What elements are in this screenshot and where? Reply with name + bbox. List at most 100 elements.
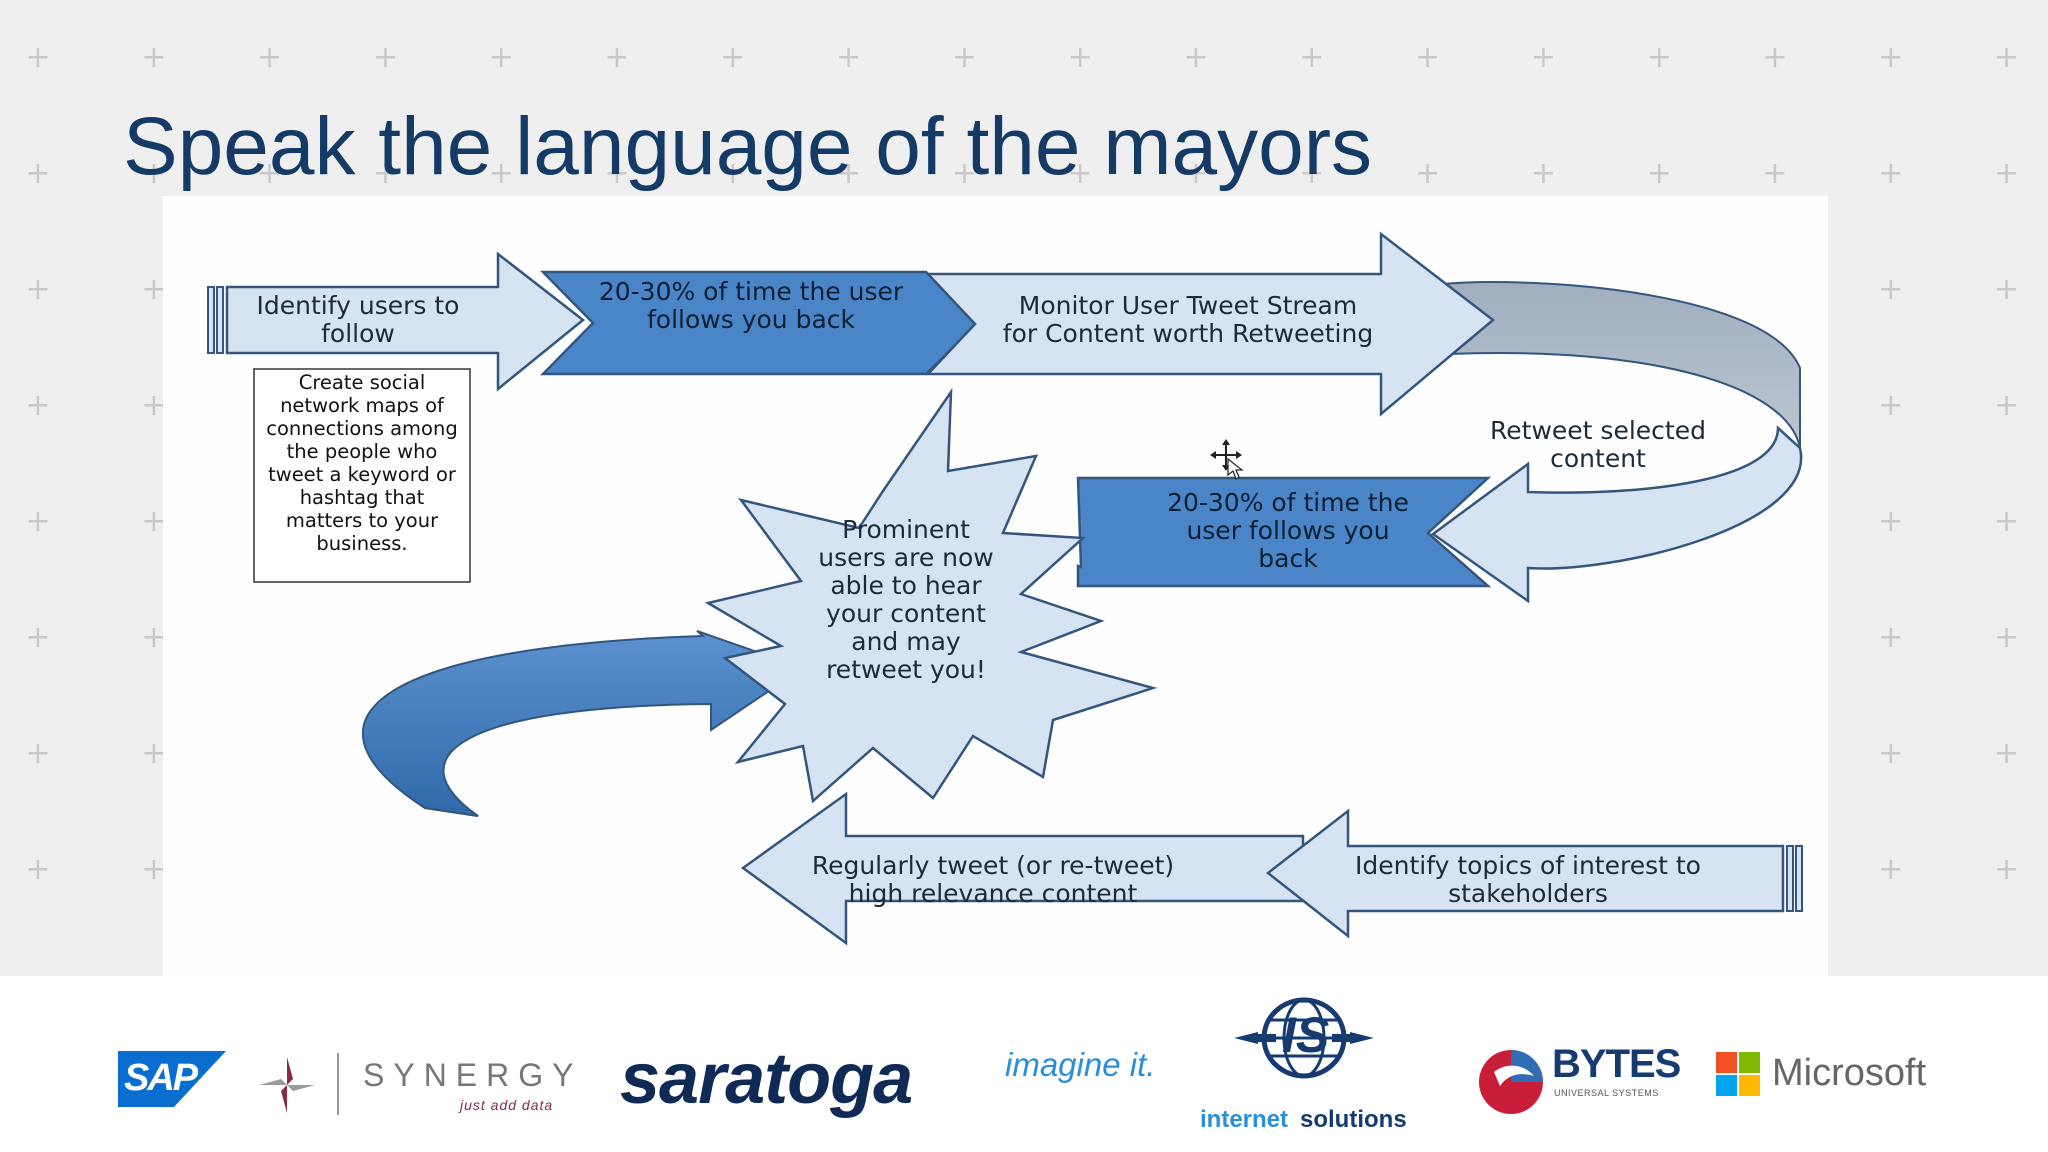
grid-plus-mark: + (25, 388, 51, 423)
sponsor-logo-bar: SAP SYNERGY just add data saratoga imagi… (0, 976, 2048, 1152)
diagram-graphic (207, 231, 1803, 946)
grid-plus-mark: + (1762, 40, 1788, 75)
start-bars-bottom (1786, 845, 1794, 912)
grid-plus-mark: + (1415, 40, 1441, 75)
grid-plus-mark: + (141, 504, 167, 539)
sap-logo: SAP (118, 1051, 226, 1107)
loop-arrow-left-upper (362, 630, 806, 817)
grid-plus-mark: + (1878, 736, 1904, 771)
arrow-regularly-tweet (740, 791, 1305, 946)
grid-plus-mark: + (1646, 156, 1672, 191)
grid-plus-mark: + (1994, 272, 2020, 307)
is-internet-text: internet (1200, 1106, 1289, 1133)
bytes-emblem-icon (1479, 1050, 1543, 1114)
grid-plus-mark: + (1299, 156, 1325, 191)
grid-plus-mark: + (1878, 156, 1904, 191)
grid-plus-mark: + (372, 40, 398, 75)
arrow-monitor-stream (925, 231, 1495, 417)
monitor-stream-label: Monitor User Tweet Stream for Content wo… (1002, 291, 1374, 348)
grid-plus-mark: + (1762, 156, 1788, 191)
grid-plus-mark: + (141, 156, 167, 191)
arrow-identify-users (225, 251, 586, 392)
grid-plus-mark: + (720, 40, 746, 75)
bytes-wordmark: BYTES (1552, 1042, 1681, 1086)
move-cursor-icon (1210, 439, 1244, 480)
grid-plus-mark: + (141, 40, 167, 75)
grid-plus-mark: + (1878, 272, 1904, 307)
grid-plus-mark: + (1878, 40, 1904, 75)
imagine-it-logo: imagine it. (1005, 1046, 1156, 1083)
grid-plus-mark: + (25, 156, 51, 191)
bytes-logo: BYTES UNIVERSAL SYSTEMS (1476, 1042, 1681, 1122)
note-box (253, 368, 471, 583)
grid-plus-mark: + (488, 156, 514, 191)
grid-plus-mark: + (1878, 852, 1904, 887)
grid-plus-mark: + (1994, 156, 2020, 191)
microsoft-logo: Microsoft (1716, 1052, 1946, 1102)
grid-plus-mark: + (141, 388, 167, 423)
grid-plus-mark: + (1994, 852, 2020, 887)
grid-plus-mark: + (836, 156, 862, 191)
internet-solutions-logo: IS internet solutions (1200, 996, 1430, 1146)
grid-plus-mark: + (720, 156, 746, 191)
regularly-tweet-label: Regularly tweet (or re-tweet) high relev… (811, 851, 1175, 908)
grid-plus-mark: + (1994, 40, 2020, 75)
grid-plus-mark: + (1530, 156, 1556, 191)
prominent-users-label: Prominent users are now able to hear you… (818, 515, 994, 684)
is-mark: IS (1282, 1007, 1330, 1063)
grid-plus-mark: + (1878, 388, 1904, 423)
loop-arrow-right (1430, 425, 1803, 604)
grid-plus-mark: + (1530, 40, 1556, 75)
grid-plus-mark: + (604, 40, 630, 75)
slide-title: Speak the language of the mayors (123, 101, 1373, 192)
grid-plus-mark: + (1878, 504, 1904, 539)
grid-plus-mark: + (1878, 620, 1904, 655)
grid-plus-mark: + (25, 620, 51, 655)
grid-plus-mark: + (836, 40, 862, 75)
arrow-identify-topics (1265, 808, 1785, 939)
bytes-subtitle: UNIVERSAL SYSTEMS (1554, 1088, 1659, 1098)
grid-plus-mark: + (257, 156, 283, 191)
microsoft-wordmark: Microsoft (1772, 1052, 1927, 1094)
grid-plus-mark: + (141, 736, 167, 771)
grid-plus-mark: + (1994, 736, 2020, 771)
synergy-pinwheel-icon (259, 1057, 315, 1113)
saratoga-logo: saratoga (620, 1039, 913, 1119)
twitter-engagement-diagram: Identify users to follow 20-30% of time … (163, 196, 1828, 976)
grid-plus-mark: + (25, 736, 51, 771)
social-maps-note: Create social network maps of connection… (266, 371, 458, 555)
is-solutions-text: solutions (1300, 1106, 1407, 1133)
grid-plus-mark: + (25, 272, 51, 307)
grid-plus-mark: + (372, 156, 398, 191)
grid-plus-mark: + (488, 40, 514, 75)
grid-plus-mark: + (1299, 40, 1325, 75)
chevron-follow-rate-top (540, 270, 980, 376)
grid-plus-mark: + (1067, 40, 1093, 75)
grid-plus-mark: + (951, 40, 977, 75)
grid-plus-mark: + (141, 620, 167, 655)
grid-plus-mark: + (1646, 40, 1672, 75)
grid-plus-mark: + (25, 40, 51, 75)
grid-plus-mark: + (604, 156, 630, 191)
follow-rate-mid-label: 20-30% of time the user follows you back (1167, 488, 1409, 573)
follow-rate-top-label: 20-30% of time the user follows you back (598, 277, 904, 334)
sap-wordmark: SAP (124, 1057, 198, 1099)
grid-plus-mark: + (257, 40, 283, 75)
grid-plus-mark: + (1183, 156, 1209, 191)
retweet-selected-label: Retweet selected content (1490, 416, 1706, 473)
synergy-tagline: just add data (460, 1097, 554, 1113)
start-bars-top (207, 286, 215, 354)
grid-plus-mark: + (141, 852, 167, 887)
grid-plus-mark: + (25, 504, 51, 539)
grid-plus-mark: + (951, 156, 977, 191)
synergy-wordmark: SYNERGY (363, 1057, 583, 1093)
grid-plus-mark: + (1994, 388, 2020, 423)
grid-plus-mark: + (1994, 504, 2020, 539)
chevron-follow-rate-mid (1076, 476, 1492, 588)
grid-plus-mark: + (1994, 620, 2020, 655)
grid-plus-mark: + (25, 852, 51, 887)
synergy-logo: SYNERGY just add data (255, 1051, 575, 1121)
identify-users-label: Identify users to follow (256, 291, 460, 348)
globe-icon (1234, 997, 1374, 1079)
grid-plus-mark: + (141, 272, 167, 307)
